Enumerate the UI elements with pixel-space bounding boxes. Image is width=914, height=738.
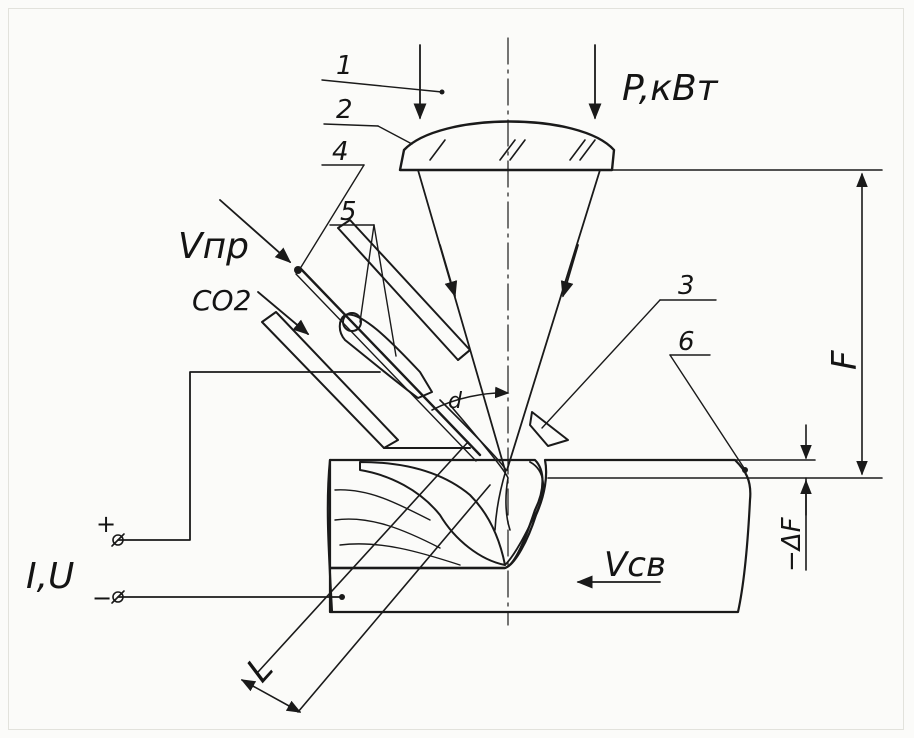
callout-5: 5 <box>340 197 357 227</box>
weld-pool <box>359 461 506 566</box>
dimension-lines <box>240 169 883 713</box>
callout-3: 3 <box>678 271 695 301</box>
callout-6: 6 <box>678 327 695 357</box>
workpiece-right-section <box>328 458 752 614</box>
minus-sign: − <box>92 584 112 612</box>
plus-sign: + <box>96 510 116 538</box>
callout-4: 4 <box>332 137 349 167</box>
workpiece <box>326 458 752 614</box>
power-leads <box>111 371 381 604</box>
callout-leaders <box>297 79 745 469</box>
distance-label: L <box>239 649 281 690</box>
weld-speed-label: Vсв <box>604 545 666 585</box>
torch-nozzle-lower <box>261 311 399 449</box>
gas-label: CO2 <box>192 284 251 317</box>
sheet-border <box>8 8 904 730</box>
current-voltage-label: I,U <box>26 556 74 597</box>
laser-beam <box>413 37 602 626</box>
arc-torch <box>219 199 511 531</box>
focal-distance-label: F <box>825 350 865 370</box>
angle-label: d <box>448 389 463 414</box>
wire-speed-label: Vпр <box>178 226 249 267</box>
callout-1: 1 <box>336 51 353 81</box>
focusing-lens <box>398 120 616 172</box>
callout-2: 2 <box>336 95 353 125</box>
power-label: P,кВт <box>622 68 719 109</box>
shield-plate <box>529 411 569 447</box>
defocus-label: −ΔF <box>777 516 807 572</box>
